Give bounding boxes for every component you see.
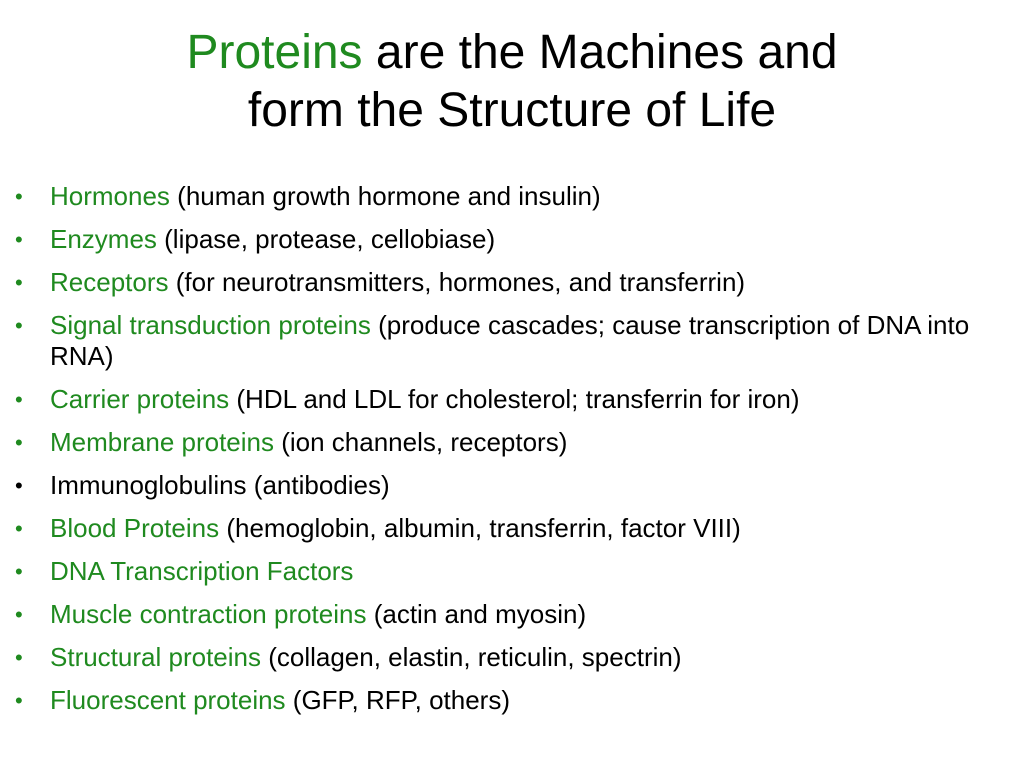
bullet-dot-icon: • <box>15 387 23 412</box>
title-line-1: Proteins are the Machines and <box>40 24 984 82</box>
bullet-detail: (produce cascades; cause transcription o… <box>50 310 970 371</box>
bullet-detail: (lipase, protease, cellobiase) <box>156 224 496 254</box>
bullet-dot-icon: • <box>15 184 23 209</box>
bullet-dot-icon: • <box>15 270 23 295</box>
bullet-term: Hormones <box>50 181 170 211</box>
bullet-item: • Immunoglobulins (antibodies) <box>12 470 1012 501</box>
title-rest: are the Machines and <box>362 26 838 79</box>
bullet-dot-icon: • <box>15 688 23 713</box>
bullet-item: • Hormones (human growth hormone and insu… <box>12 181 1012 212</box>
bullet-detail: (ion channels, receptors) <box>274 427 568 457</box>
bullet-dot-icon: • <box>15 473 23 498</box>
bullet-item: • DNA Transcription Factors <box>12 556 1012 587</box>
bullet-term: Signal transduction proteins <box>50 310 371 340</box>
bullet-dot-icon: • <box>15 559 23 584</box>
bullet-item: • Receptors (for neurotransmitters, hormo… <box>12 267 1012 298</box>
bullet-dot-icon: • <box>15 645 23 670</box>
bullet-dot-icon: • <box>15 430 23 455</box>
bullet-term: Receptors <box>50 267 169 297</box>
bullet-term: Membrane proteins <box>50 427 274 457</box>
bullet-dot-icon: • <box>15 516 23 541</box>
bullet-item: • Muscle contraction proteins (actin and … <box>12 599 1012 630</box>
bullet-detail: (human growth hormone and insulin) <box>169 181 601 211</box>
bullet-item: • Structural proteins (collagen, elastin,… <box>12 642 1012 673</box>
bullet-detail: (hemoglobin, albumin, transferrin, facto… <box>219 513 741 543</box>
bullet-item: • Enzymes (lipase, protease, cellobiase) <box>12 224 1012 255</box>
bullet-item: • Membrane proteins (ion channels, recept… <box>12 427 1012 458</box>
bullet-term: Structural proteins <box>50 642 261 672</box>
bullet-term: Fluorescent proteins <box>50 685 286 715</box>
title-line-2: form the Structure of Life <box>247 84 777 137</box>
bullet-term: DNA Transcription Factors <box>50 556 354 586</box>
slide-title: Proteins are the Machines and form the S… <box>40 24 984 140</box>
bullet-term: Enzymes <box>50 224 157 254</box>
bullet-dot-icon: • <box>15 602 23 627</box>
bullet-item: • Blood Proteins (hemoglobin, albumin, tr… <box>12 513 1012 544</box>
bullet-term: Immunoglobulins <box>50 470 247 500</box>
bullet-detail: (HDL and LDL for cholesterol; transferri… <box>229 384 800 414</box>
bullet-detail: (antibodies) <box>246 470 390 500</box>
bullet-dot-icon: • <box>15 227 23 252</box>
bullet-detail: (for neurotransmitters, hormones, and tr… <box>168 267 746 297</box>
bullet-term: Blood Proteins <box>50 513 220 543</box>
bullet-item: • Signal transduction proteins (produce c… <box>12 310 1012 372</box>
bullet-term: Muscle contraction proteins <box>50 599 367 629</box>
bullet-detail: (collagen, elastin, reticulin, spectrin) <box>260 642 682 672</box>
bullet-item: • Fluorescent proteins (GFP, RFP, others) <box>12 685 1012 716</box>
bullet-detail: (actin and myosin) <box>366 599 587 629</box>
bullet-dot-icon: • <box>15 313 23 338</box>
bullet-list: • Hormones (human growth hormone and insu… <box>12 181 1012 728</box>
bullet-item: • Carrier proteins (HDL and LDL for chole… <box>12 384 1012 415</box>
bullet-term: Carrier proteins <box>50 384 230 414</box>
title-highlight: Proteins <box>186 26 363 79</box>
bullet-detail: (GFP, RFP, others) <box>285 685 511 715</box>
